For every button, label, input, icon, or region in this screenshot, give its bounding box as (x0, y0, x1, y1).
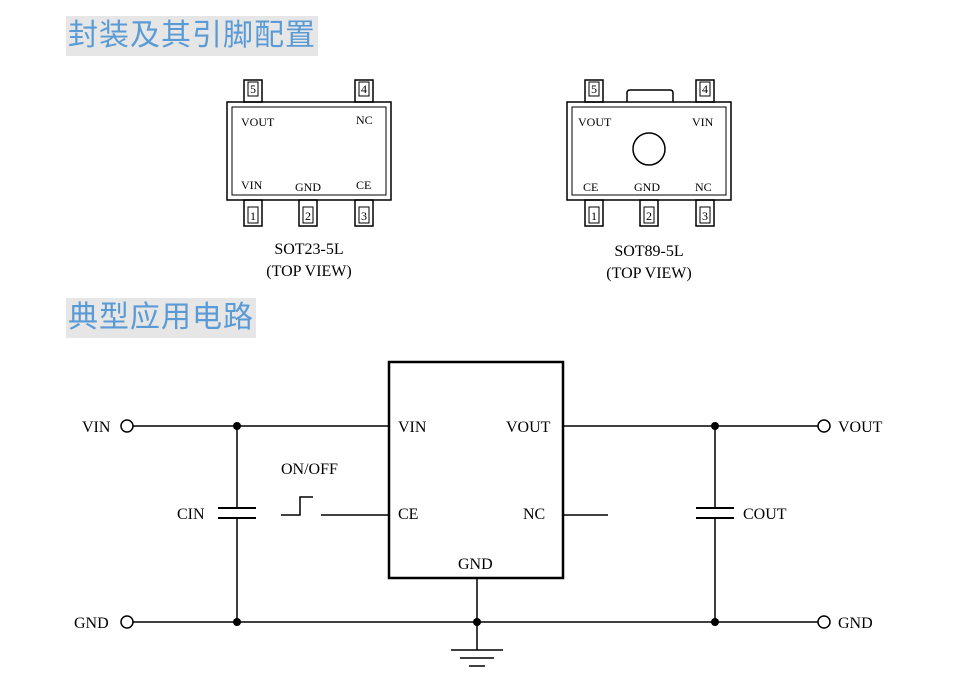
ic-pin-label-vin: VIN (398, 419, 427, 436)
sot89-pin5 (584, 79, 604, 103)
sot23-pin2 (298, 199, 318, 227)
sot89-pin3-number: 3 (702, 209, 708, 223)
terminal-label-vout: VOUT (838, 419, 883, 436)
sot23-pin5-number: 5 (250, 82, 256, 96)
terminal-label-gnd-right: GND (838, 615, 873, 632)
ic-pin-label-nc: NC (523, 506, 545, 523)
sot89-pin4 (695, 79, 715, 103)
sot89-pin2 (639, 199, 659, 227)
sot23-pin1 (243, 199, 263, 227)
sot89-label-vin: VIN (692, 115, 714, 129)
sot23-package (226, 79, 392, 227)
sot23-label-vout: VOUT (241, 115, 275, 129)
sot89-pin2-number: 2 (646, 209, 652, 223)
sot89-label-nc: NC (695, 180, 712, 194)
sot23-pin3 (354, 199, 374, 227)
sot23-pin1-number: 1 (250, 209, 256, 223)
sot89-pin4-number: 4 (702, 82, 708, 96)
sot89-pin1 (584, 199, 604, 227)
sot23-pin2-number: 2 (305, 209, 311, 223)
sot89-label-gnd: GND (634, 180, 660, 194)
sot23-pin4 (354, 79, 374, 103)
sot89-marker (632, 132, 666, 166)
sot89-pin5-number: 5 (591, 82, 597, 96)
sot23-label-vin: VIN (241, 178, 263, 192)
gnd-terminal-right (817, 615, 831, 629)
sot89-name: SOT89-5L (614, 243, 683, 260)
sot23-pin5 (243, 79, 263, 103)
sot89-label-vout: VOUT (578, 115, 612, 129)
circuit-section-title: 典型应用电路 (66, 298, 256, 338)
on-off-signal (281, 496, 313, 516)
gnd-terminal-left (120, 615, 134, 629)
cin-label: CIN (177, 506, 205, 523)
sot89-pin1-number: 1 (591, 209, 597, 223)
ground-symbol (451, 649, 503, 667)
sot89-tab (626, 89, 674, 102)
package-section-title: 封装及其引脚配置 (66, 16, 318, 56)
sot23-pin3-number: 3 (361, 209, 367, 223)
ic-pin-label-ce: CE (398, 506, 418, 523)
terminal-label-vin: VIN (82, 419, 111, 436)
sot23-name: SOT23-5L (274, 241, 343, 258)
sot89-package (566, 79, 732, 227)
sot23-label-nc: NC (356, 113, 373, 127)
sot89-view: (TOP VIEW) (606, 265, 691, 282)
terminal-label-gnd-left: GND (74, 615, 109, 632)
ic-pin-label-gnd: GND (458, 556, 493, 573)
vin-terminal (120, 419, 134, 433)
sot23-view: (TOP VIEW) (266, 263, 351, 280)
sot23-pin4-number: 4 (361, 82, 367, 96)
on-off-label: ON/OFF (281, 461, 338, 478)
sot23-label-ce: CE (356, 178, 371, 192)
sot89-label-ce: CE (583, 180, 598, 194)
sot23-label-gnd: GND (295, 180, 321, 194)
cout-label: COUT (743, 506, 787, 523)
cout-capacitor (696, 426, 734, 622)
vout-terminal (817, 419, 831, 433)
regulator-ic (387, 360, 565, 580)
cin-capacitor (218, 426, 256, 622)
ic-pin-label-vout: VOUT (506, 419, 551, 436)
sot89-pin3 (695, 199, 715, 227)
